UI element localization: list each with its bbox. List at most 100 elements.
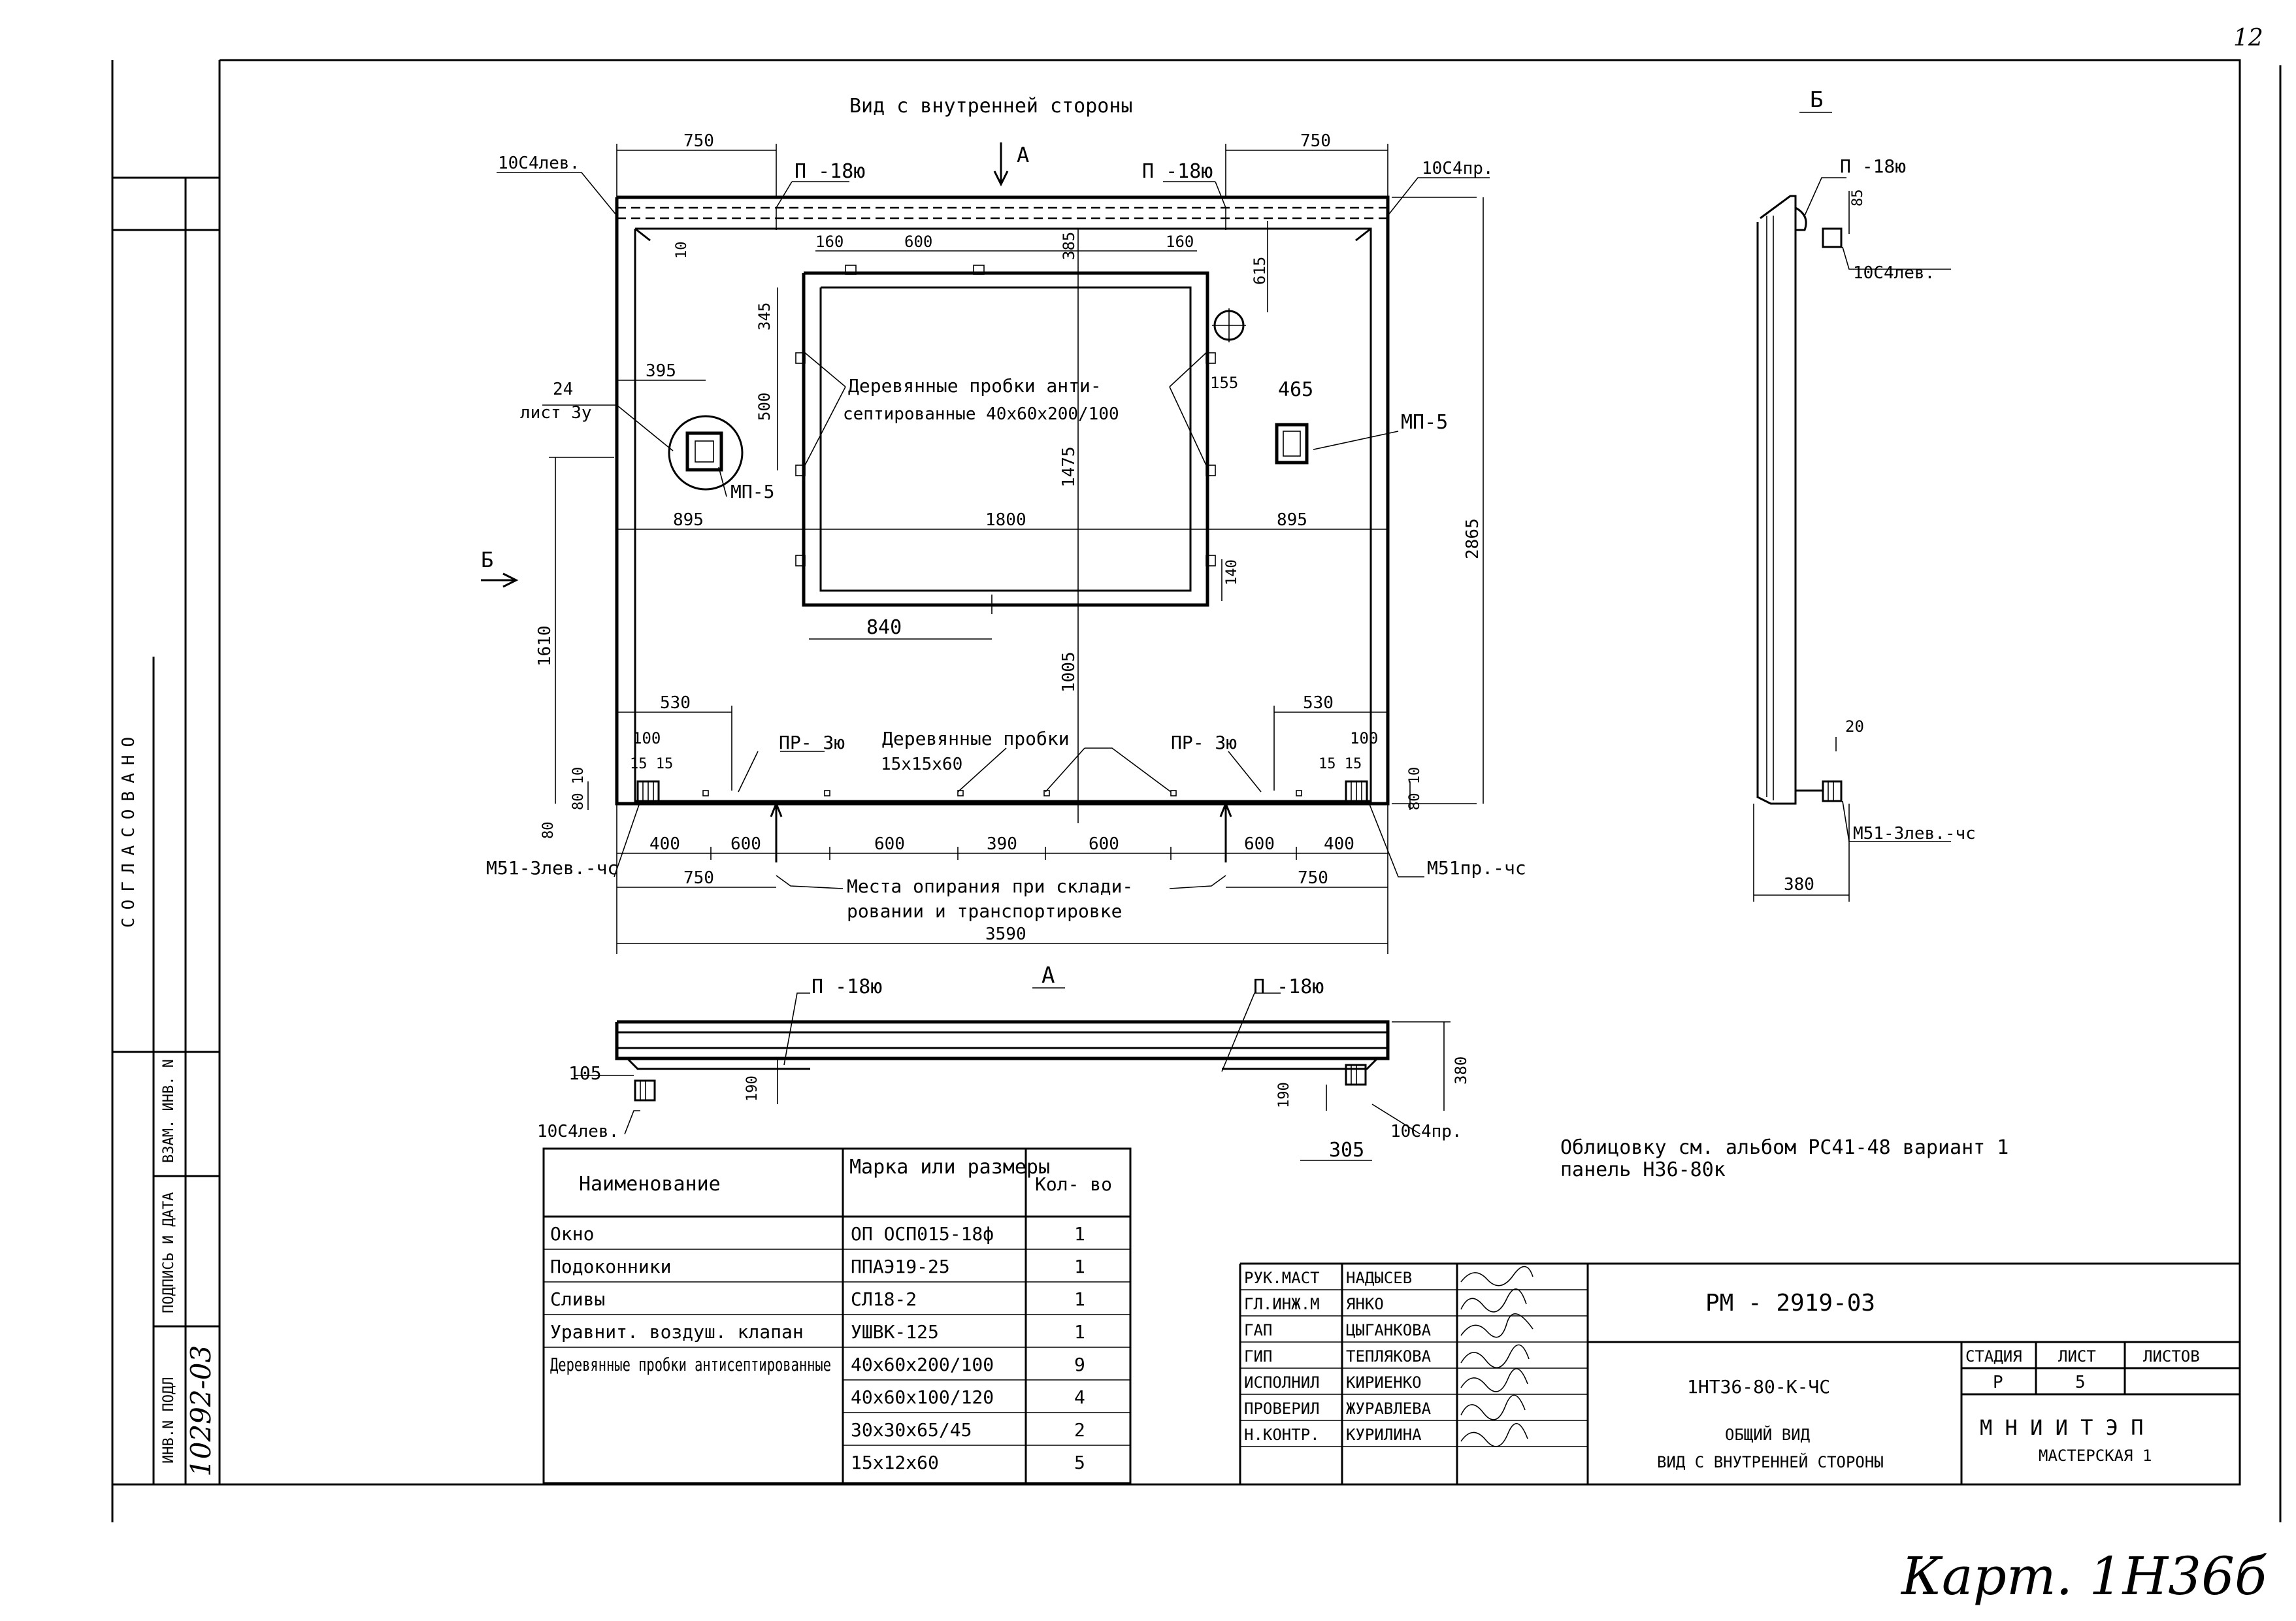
plan-a-dim-380: 380	[1452, 1056, 1470, 1085]
section-b-drawing	[1753, 177, 1951, 902]
plan-a-drawing	[575, 992, 1451, 1161]
plan-a-dim-305: 305	[1329, 1139, 1364, 1162]
spec-row-2-qty: 1	[1074, 1288, 1085, 1310]
callout-m51-left: М51-3лев.-чс	[486, 857, 618, 879]
dim-500: 500	[755, 393, 774, 421]
dim-395: 395	[646, 361, 676, 381]
plan-a-p18-right: П -18ю	[1253, 975, 1324, 998]
spec-row-0-mark: ОП ОСП015-18ф	[851, 1223, 994, 1245]
callout-sheet-ref: лист 3у	[520, 403, 592, 423]
spec-row-0-qty: 1	[1074, 1223, 1085, 1245]
dim-bottom-600-d: 600	[1244, 834, 1275, 854]
spec-row-2-name: Сливы	[550, 1288, 605, 1310]
dim-1475: 1475	[1059, 446, 1079, 487]
tb-doc-code: РМ - 2919-03	[1705, 1290, 1875, 1317]
plan-a-dim-190-right: 190	[1276, 1082, 1292, 1108]
facing-note-line2: панель Н36-80к	[1560, 1158, 1726, 1181]
tb-sheets-label: ЛИСТОВ	[2143, 1347, 2200, 1366]
callout-sheet-num: 24	[553, 380, 573, 399]
dim-840: 840	[866, 616, 902, 639]
dim-bottom-750-left: 750	[683, 868, 714, 888]
front-view-title: Вид с внутренней стороны	[849, 95, 1132, 118]
dim-160-left: 160	[815, 233, 844, 251]
page-number: 12	[2233, 25, 2263, 52]
dim-140: 140	[1224, 559, 1240, 585]
dim-1005: 1005	[1059, 651, 1079, 693]
section-b-dim-85: 85	[1850, 189, 1866, 207]
tb-role-2: ГАП	[1244, 1321, 1272, 1339]
note-support-1: Места опирания при склади-	[847, 876, 1133, 897]
callout-pr3-right: ПР- 3ю	[1171, 732, 1237, 753]
dim-530-left: 530	[660, 693, 691, 713]
spec-row-6-mark: 30х30х65/45	[851, 1419, 972, 1441]
plan-a-dim-190-left: 190	[744, 1075, 761, 1102]
callout-p18-right: П -18ю	[1142, 160, 1213, 183]
dim-top-right-750: 750	[1300, 131, 1331, 151]
tb-role-6: Н.КОНТР.	[1244, 1426, 1320, 1444]
title-block-grid	[1239, 1262, 2240, 1484]
sidebar-vzam-inv-label: ВЗАМ. ИНВ. N	[161, 1059, 177, 1163]
spec-row-0-name: Окно	[550, 1223, 594, 1245]
dim-bottom-750-right: 750	[1298, 868, 1328, 888]
sidebar-inv-number: 10292-03	[185, 1345, 217, 1477]
tb-dept: МАСТЕРСКАЯ 1	[2039, 1447, 2152, 1465]
dim-615: 615	[1251, 257, 1269, 285]
dim-895-right: 895	[1277, 510, 1307, 530]
tb-name-1: ЯНКО	[1346, 1295, 1384, 1313]
mp5-right-detail	[1275, 423, 1399, 465]
section-b-title: Б	[1810, 87, 1823, 113]
window-opening	[795, 265, 1216, 614]
plug-leaders	[738, 352, 1262, 793]
tb-name-5: ЖУРАВЛЕВА	[1346, 1400, 1432, 1418]
spec-row-1-mark: ППАЭ19-25	[851, 1256, 950, 1277]
tb-org: М Н И И Т Э П	[1980, 1415, 2143, 1440]
dim-100-right: 100	[1350, 729, 1378, 747]
tb-role-5: ПРОВЕРИЛ	[1244, 1400, 1320, 1418]
tb-sheet-value: 5	[2075, 1373, 2086, 1392]
dim-530-right: 530	[1303, 693, 1334, 713]
sidebar-sign-date-label: ПОДПИСЬ И ДАТА	[161, 1192, 177, 1313]
tb-name-0: НАДЫСЕВ	[1346, 1269, 1412, 1287]
spec-row-5-mark: 40х60х100/120	[851, 1386, 994, 1408]
dim-3590: 3590	[985, 925, 1026, 944]
spec-row-1-name: Подоконники	[550, 1256, 671, 1277]
dim-1800: 1800	[985, 510, 1026, 530]
spec-row-1-qty: 1	[1074, 1256, 1085, 1277]
dim-1610: 1610	[535, 625, 555, 666]
plan-a-10c4-left: 10С4лев.	[537, 1122, 619, 1141]
dim-160-right: 160	[1166, 233, 1194, 251]
plan-a-title: А	[1041, 962, 1055, 989]
spec-row-3-name: Уравнит. воздуш. клапан	[550, 1321, 804, 1343]
tb-stage-label: СТАДИЯ	[1965, 1347, 2022, 1366]
tb-name-4: КИРИЕНКО	[1346, 1373, 1422, 1392]
callout-m51-right: М51пр.-чс	[1427, 857, 1526, 879]
plan-a-10c4-right: 10С4пр.	[1390, 1122, 1462, 1141]
spec-header-name: Наименование	[579, 1173, 721, 1196]
dim-bottom-400-left: 400	[649, 834, 680, 854]
dim-bottom-390: 390	[987, 834, 1017, 854]
spec-row-5-qty: 4	[1074, 1386, 1085, 1408]
spec-header-mark: Марка или размеры	[849, 1156, 1050, 1179]
facing-note-line1: Облицовку см. альбом РС41-48 вариант 1	[1560, 1136, 2009, 1159]
note-wood-plugs-2: септированные 40х60х200/100	[843, 404, 1119, 424]
dim-895-left: 895	[673, 510, 704, 530]
spec-row-3-mark: УШВК-125	[851, 1321, 939, 1343]
dim-bottom-600-b: 600	[874, 834, 905, 854]
dim-155: 155	[1210, 374, 1238, 392]
tb-signatures	[1460, 1266, 1533, 1447]
callout-10c4-right: 10С4пр.	[1422, 159, 1494, 178]
tb-title-1: ОБЩИЙ ВИД	[1725, 1425, 1811, 1444]
dim-bottom-600-c: 600	[1089, 834, 1119, 854]
spec-row-3-qty: 1	[1074, 1321, 1085, 1343]
air-vent	[1212, 308, 1246, 342]
section-b-10c4: 10С4лев.	[1853, 263, 1935, 283]
spec-header-mark-text: Марка или размеры	[849, 1156, 1050, 1179]
dim-600-top: 600	[904, 233, 932, 251]
callout-mp5-right: МП-5	[1401, 411, 1448, 434]
spec-row-2-mark: СЛ18-2	[851, 1288, 917, 1310]
plan-a-dim-105: 105	[568, 1062, 602, 1084]
note-wood-plugs-bottom-2: 15х15х60	[881, 755, 962, 774]
spec-row-7-mark: 15х12х60	[851, 1452, 939, 1473]
dim-465: 465	[1278, 378, 1313, 401]
arrow-b-label: Б	[481, 548, 493, 572]
